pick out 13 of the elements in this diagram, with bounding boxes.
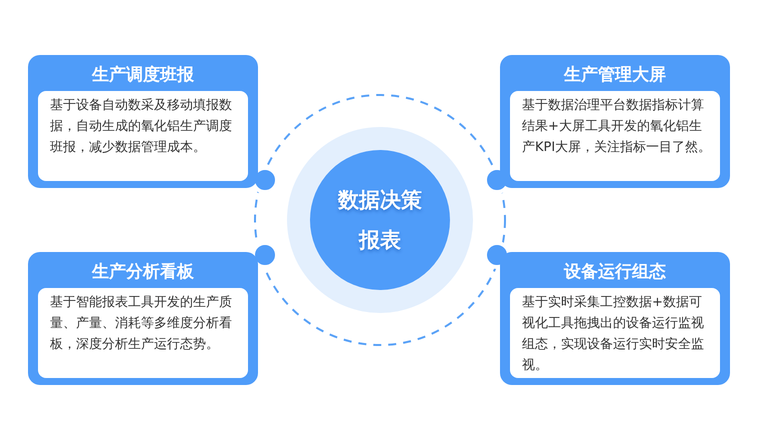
card-text: 基于智能报表工具开发的生产质量、产量、消耗等多维度分析看板，深度分析生产运行态势。 xyxy=(38,288,248,378)
card-title: 生产调度班报 xyxy=(90,64,195,86)
info-card xyxy=(28,252,258,385)
card-text: 基于实时采集工控数据+数据可视化工具拖拽出的设备运行监视组态，实现设备运行实时安全监视。 xyxy=(510,288,720,378)
card-title: 生产分析看板 xyxy=(90,261,195,283)
card-text: 基于数据治理平台数据指标计算结果+大屏工具开发的氧化铝生产KPI大屏，关注指标一目了然。 xyxy=(510,91,720,181)
card-title: 设备运行组态 xyxy=(562,261,667,283)
card-text: 基于设备自动数采及移动填报数据，自动生成的氧化铝生产调度班报，减少数据管理成本。 xyxy=(38,91,248,181)
info-card xyxy=(500,252,730,385)
center-title: 数据决策报表 xyxy=(336,187,423,254)
card-title: 生产管理大屏 xyxy=(562,64,667,86)
info-card xyxy=(500,55,730,188)
info-card xyxy=(28,55,258,188)
